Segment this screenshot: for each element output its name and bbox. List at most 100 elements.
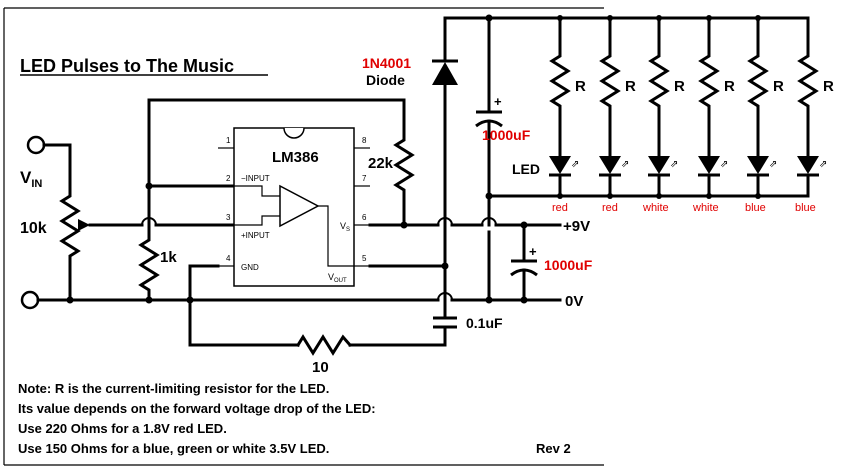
potentiometer-icon xyxy=(59,188,81,302)
r-label: R xyxy=(674,78,685,95)
diode-part-label: 1N4001 xyxy=(362,55,411,71)
led-icon xyxy=(698,156,720,174)
diode-label: Diode xyxy=(366,72,405,88)
resistor-r-icon xyxy=(797,16,819,158)
led-color-label: blue xyxy=(795,202,816,214)
gnd-label: GND xyxy=(241,263,259,272)
pin-number-7: 7 xyxy=(362,174,367,183)
internal-out xyxy=(318,205,354,267)
vs-label: VS xyxy=(340,221,350,233)
pin-number-6: 6 xyxy=(362,213,367,222)
vin-label: VIN xyxy=(20,168,42,190)
junction-dot xyxy=(557,15,563,21)
zero-volt-label: 0V xyxy=(565,293,583,310)
vout-label: VOUT xyxy=(328,272,347,284)
plus-input-label: +INPUT xyxy=(241,231,270,240)
cap-right-label: 1000uF xyxy=(544,257,593,273)
led-branch-6: R ⇗ blue xyxy=(795,16,834,214)
light-rays-icon: ⇗ xyxy=(720,159,728,170)
pot-label: 10k xyxy=(20,220,47,237)
led-icon xyxy=(797,156,819,174)
led-label: LED xyxy=(512,161,540,177)
internal-minus xyxy=(234,185,280,197)
led-icon xyxy=(648,156,670,174)
junction-dot xyxy=(755,193,761,199)
resistor-22k-icon xyxy=(393,113,415,227)
led-color-label: white xyxy=(692,202,719,214)
led-color-label: red xyxy=(602,202,618,214)
led-color-label: white xyxy=(642,202,669,214)
led-icon xyxy=(549,156,571,174)
pin-number-8: 8 xyxy=(362,136,367,145)
led-color-label: red xyxy=(552,202,568,214)
light-rays-icon: ⇗ xyxy=(670,159,678,170)
resistor-1k-icon xyxy=(138,223,160,302)
junction-dot xyxy=(145,296,153,304)
diode-icon xyxy=(432,62,458,85)
chip-name: LM386 xyxy=(272,149,319,166)
resistor-r-icon xyxy=(599,16,621,158)
r10-label: 10 xyxy=(312,359,329,376)
pot-wiper-arrow xyxy=(78,219,90,231)
plus9v-label: +9V xyxy=(563,218,590,235)
r-label: R xyxy=(823,78,834,95)
r22k-label: 22k xyxy=(368,155,394,172)
r-label: R xyxy=(575,78,586,95)
pin-number-5: 5 xyxy=(362,254,367,263)
junction-dot xyxy=(706,15,712,21)
ground-terminal xyxy=(20,290,40,310)
note-line-4: Use 150 Ohms for a blue, green or white … xyxy=(18,441,329,456)
led-icon xyxy=(599,156,621,174)
op-amp-icon xyxy=(279,184,320,228)
pin-number-3: 3 xyxy=(226,213,231,222)
cap-top-plus: + xyxy=(494,94,502,109)
vin-terminal xyxy=(26,135,46,155)
wire-pin4-gnd xyxy=(188,264,300,347)
junction-dot xyxy=(656,15,662,21)
cap-right-plus: + xyxy=(529,244,537,259)
pin-number-2: 2 xyxy=(226,174,231,183)
r1k-label: 1k xyxy=(160,249,177,266)
wire-feedback xyxy=(147,98,406,227)
pin-number-4: 4 xyxy=(226,254,231,263)
resistor-r-icon xyxy=(747,16,769,158)
note-line-3: Use 220 Ohms for a 1.8V red LED. xyxy=(18,421,227,436)
minus-input-label: −INPUT xyxy=(241,174,270,183)
light-rays-icon: ⇗ xyxy=(769,159,777,170)
light-rays-icon: ⇗ xyxy=(621,159,629,170)
light-rays-icon: ⇗ xyxy=(571,159,579,170)
resistor-10-icon xyxy=(295,334,353,356)
junction-dot xyxy=(706,193,712,199)
junction-dot xyxy=(66,296,74,304)
led-icon xyxy=(747,156,769,174)
junction-dot xyxy=(557,193,563,199)
note-line-2: Its value depends on the forward voltage… xyxy=(18,401,376,416)
junction-dot xyxy=(400,221,408,229)
resistor-r-icon xyxy=(698,16,720,158)
r-label: R xyxy=(724,78,735,95)
led-branch-5: R ⇗ blue xyxy=(745,15,784,214)
led-branch-4: R ⇗ white xyxy=(692,15,735,214)
led-color-label: blue xyxy=(745,202,766,214)
diagram-title: LED Pulses to The Music xyxy=(20,56,234,76)
led-branch-1: R ⇗ red xyxy=(549,15,586,214)
cap01-label: 0.1uF xyxy=(466,315,503,331)
note-line-1: Note: R is the current-limiting resistor… xyxy=(18,381,329,396)
revision-label: Rev 2 xyxy=(536,441,571,456)
r-label: R xyxy=(625,78,636,95)
wire-r10-cap xyxy=(348,336,447,347)
wire-vin-pot xyxy=(42,143,72,192)
resistor-r-icon xyxy=(549,16,571,158)
junction-dot xyxy=(607,15,613,21)
wire-led-top xyxy=(443,16,810,63)
junction-dot xyxy=(755,15,761,21)
resistor-r-icon xyxy=(648,16,670,158)
led-branch-2: R ⇗ red xyxy=(599,15,636,214)
cap-top-label: 1000uF xyxy=(482,127,531,143)
junction-dot xyxy=(607,193,613,199)
junction-dot xyxy=(485,14,493,22)
junction-dot xyxy=(441,262,449,270)
light-rays-icon: ⇗ xyxy=(819,159,827,170)
